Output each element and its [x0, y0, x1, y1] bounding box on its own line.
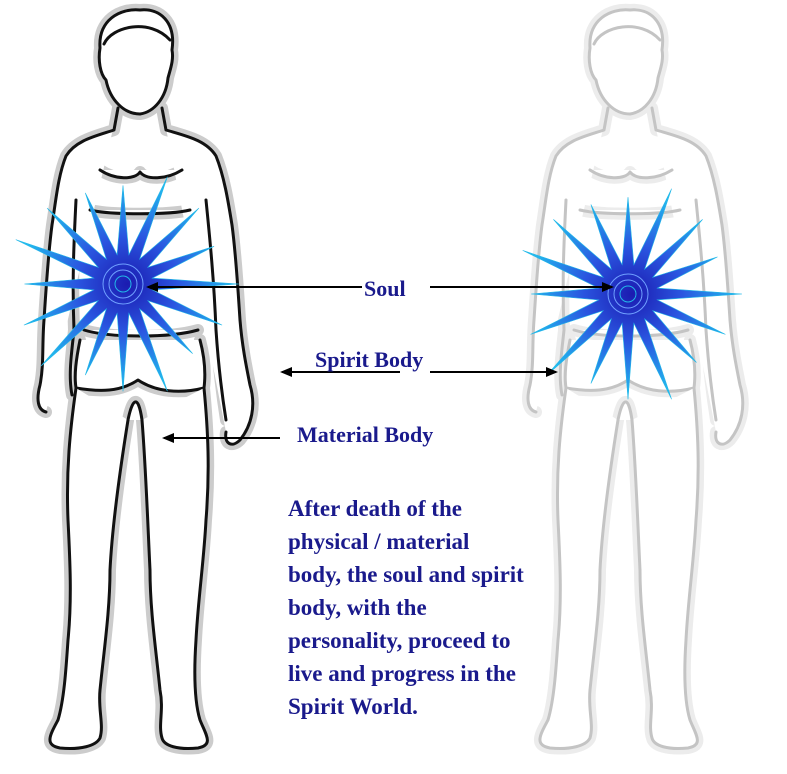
- spirit-body-label: Spirit Body: [315, 347, 423, 373]
- material-body-figure: [38, 10, 253, 749]
- caption-text: After death of the physical / material b…: [288, 492, 528, 723]
- soul-label: Soul: [362, 276, 408, 302]
- spirit-body-figure: [528, 10, 743, 749]
- material-body-label: Material Body: [297, 422, 433, 448]
